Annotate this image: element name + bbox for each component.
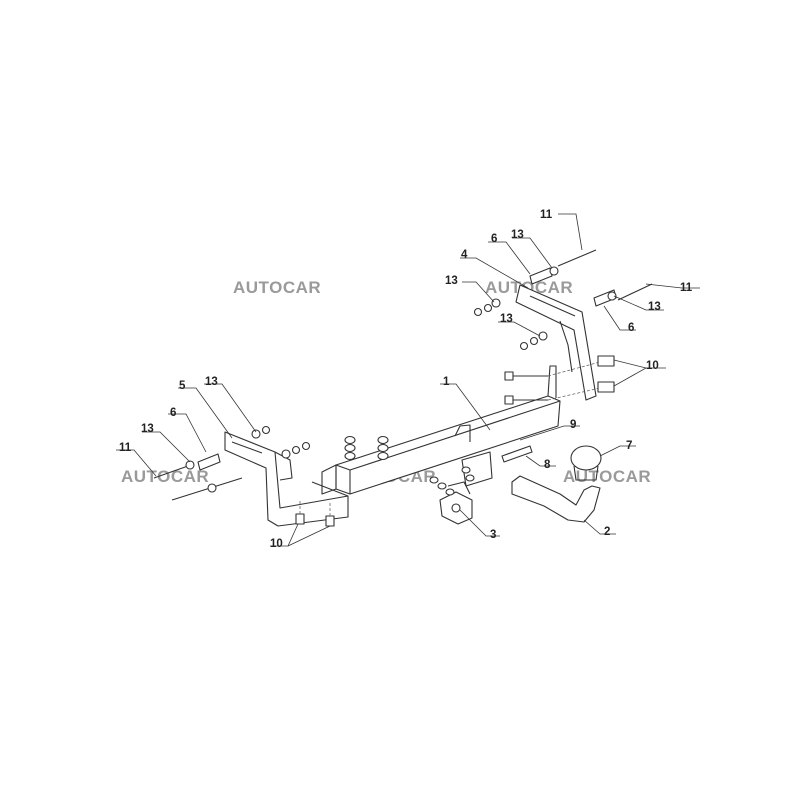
tow-ball-neck [511, 445, 602, 523]
callout-8: 8 [544, 459, 551, 471]
callout-13-left-top: 13 [205, 376, 218, 388]
right-side-bracket [515, 284, 597, 401]
leader-lines [116, 213, 700, 547]
callout-6-top: 6 [491, 233, 497, 245]
callout-11-right: 11 [680, 282, 693, 294]
callout-3: 3 [490, 529, 496, 541]
callout-9: 9 [570, 419, 576, 431]
crossbar-beam [321, 365, 561, 495]
callout-13-left: 13 [141, 423, 154, 435]
callout-13-top: 13 [511, 229, 524, 241]
callout-11-left: 11 [119, 442, 132, 454]
watermark-mid-left: AUTOCAR [121, 467, 210, 486]
callout-11-top: 11 [540, 209, 553, 221]
callout-7: 7 [626, 440, 632, 452]
callout-13-upper-left: 13 [445, 275, 458, 287]
callout-2: 2 [604, 526, 610, 538]
bolt-8 [501, 445, 533, 463]
bolts-and-washers [153, 249, 653, 527]
callout-13-right: 13 [648, 301, 661, 313]
socket-plate [439, 481, 473, 525]
callout-6-left: 6 [170, 407, 176, 419]
callout-5: 5 [179, 380, 186, 392]
callout-6-right: 6 [628, 322, 634, 334]
callout-labels: 11 6 13 4 13 13 11 13 6 10 1 9 7 8 2 3 5… [119, 209, 693, 550]
watermark-left: AUTOCAR [233, 278, 322, 297]
callout-13-upper-mid: 13 [500, 313, 513, 325]
callout-10-left: 10 [270, 538, 283, 550]
watermark-top-right: AUTOCAR [485, 278, 574, 297]
callout-4: 4 [461, 249, 468, 261]
callout-10-right: 10 [646, 360, 659, 372]
left-side-bracket [224, 431, 349, 527]
callout-1: 1 [443, 376, 450, 388]
watermark-right: AUTOCAR [563, 467, 652, 486]
